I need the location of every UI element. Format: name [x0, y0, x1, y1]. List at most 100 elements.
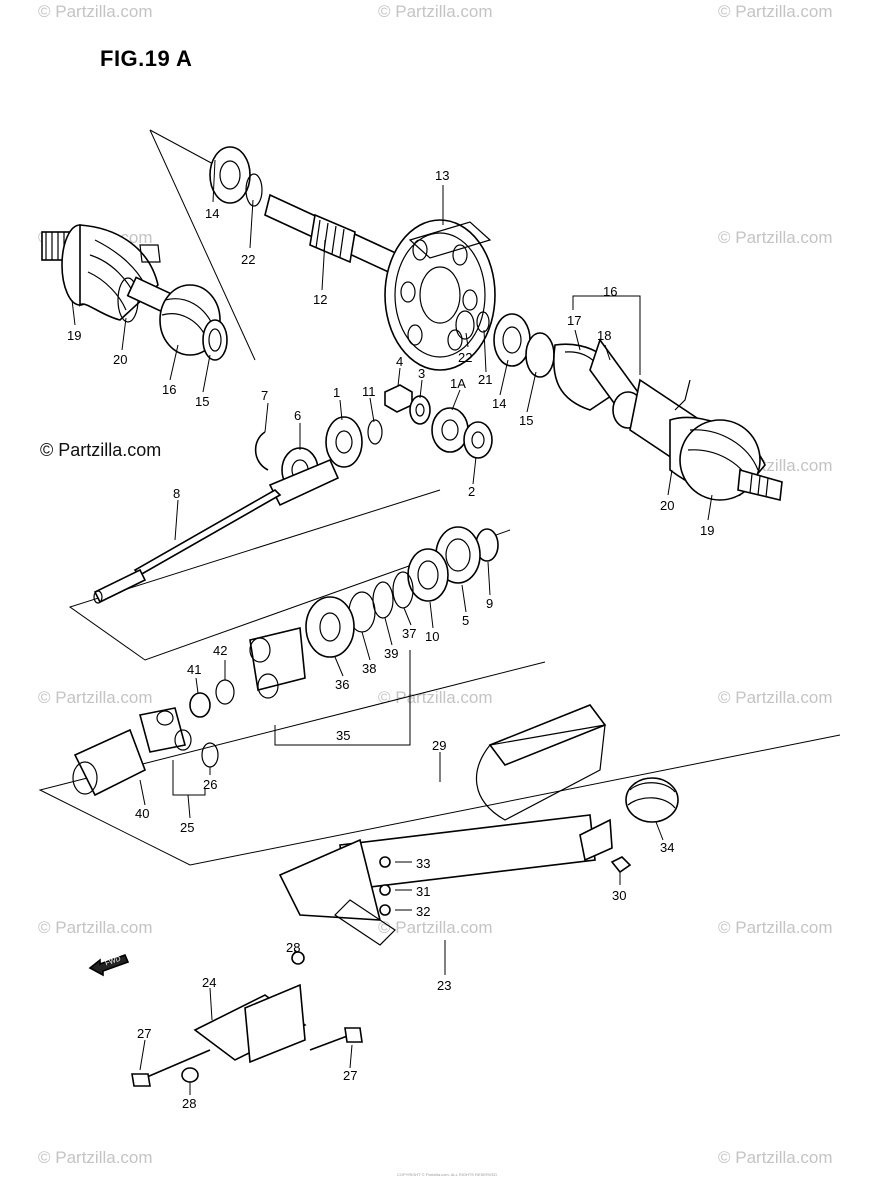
yoke-40 — [73, 728, 147, 797]
bottom-mount-assembly — [131, 951, 363, 1087]
spider-25 — [139, 707, 186, 753]
watermark: © Partzilla.com — [38, 918, 153, 937]
callout-16: 16 — [162, 382, 176, 397]
bearing-14-right — [493, 313, 531, 367]
washer-36 — [305, 596, 355, 658]
callout-23: 23 — [437, 978, 451, 993]
callout-19: 19 — [67, 328, 81, 343]
callout-18: 18 — [597, 328, 611, 343]
nut-28-bottom — [181, 1067, 199, 1083]
forward-arrow: FWD — [88, 953, 130, 977]
ring-39 — [372, 581, 394, 619]
left-axle-assembly — [41, 224, 228, 361]
watermark: © Partzilla.com — [378, 688, 493, 707]
washer-2 — [463, 421, 493, 459]
circlip-22-left — [245, 173, 263, 207]
washer-21 — [476, 311, 490, 333]
watermark: © Partzilla.com — [718, 2, 833, 21]
callout-6: 6 — [294, 408, 301, 423]
boot-34 — [625, 777, 679, 823]
watermark: © Partzilla.com — [38, 688, 153, 707]
watermark: © Partzilla.com — [378, 2, 493, 21]
callout-28-bottom: 28 — [182, 1096, 196, 1111]
watermark: © Partzilla.com — [378, 918, 493, 937]
callout-29: 29 — [432, 738, 446, 753]
callout-14: 14 — [205, 206, 219, 221]
callout-20: 20 — [113, 352, 127, 367]
callout-27: 27 — [137, 1026, 151, 1041]
callout-24: 24 — [202, 975, 216, 990]
callout-12: 12 — [313, 292, 327, 307]
nut-32 — [379, 904, 391, 916]
callout-40: 40 — [135, 806, 149, 821]
washer-31 — [379, 884, 391, 896]
nut-33 — [379, 856, 391, 868]
callout-35: 35 — [336, 728, 350, 743]
callout-36: 36 — [335, 677, 349, 692]
gear-1a — [431, 407, 469, 453]
footer-copyright: COPYRIGHT © Partzilla.com. ALL RIGHTS RE… — [396, 1172, 497, 1177]
callout-19-right: 19 — [700, 523, 714, 538]
washer-22-right — [455, 310, 475, 340]
watermark-strong: © Partzilla.com — [40, 440, 162, 460]
callout-20-right: 20 — [660, 498, 674, 513]
callout-22-right: 22 — [458, 350, 472, 365]
callout-13: 13 — [435, 168, 449, 183]
propeller-shaft-housing — [278, 704, 679, 946]
callout-17: 17 — [567, 313, 581, 328]
callout-41: 41 — [187, 662, 201, 677]
callout-26: 26 — [203, 777, 217, 792]
bearing-10 — [407, 548, 449, 602]
callout-42: 42 — [213, 643, 227, 658]
circlip-11 — [367, 419, 383, 445]
callout-31: 31 — [416, 884, 430, 899]
watermark: © Partzilla.com — [38, 1148, 153, 1167]
callout-33: 33 — [416, 856, 430, 871]
figure-title: FIG.19 A — [100, 46, 193, 71]
bearing-14-left — [209, 146, 251, 204]
callout-11: 11 — [362, 384, 376, 399]
ring-15 — [202, 319, 228, 361]
callout-32: 32 — [416, 904, 430, 919]
bearing-41 — [189, 692, 211, 718]
callout-5: 5 — [462, 613, 469, 628]
watermark: © Partzilla.com — [38, 2, 153, 21]
bolt-27-left — [131, 1073, 151, 1087]
callout-labels: 13 14 22 12 19 20 16 15 22 21 14 15 16 1… — [67, 168, 714, 1111]
section-outlines — [38, 129, 841, 866]
callout-1a: 1A — [450, 376, 466, 391]
callout-15-right: 15 — [519, 413, 533, 428]
callout-16-right: 16 — [603, 284, 617, 299]
callout-4: 4 — [396, 354, 403, 369]
ring-37 — [392, 571, 414, 609]
callout-15: 15 — [195, 394, 209, 409]
leader-lines — [71, 159, 713, 1095]
gear-1 — [325, 416, 363, 468]
callout-1: 1 — [333, 385, 340, 400]
universal-joint — [72, 679, 235, 797]
callout-30: 30 — [612, 888, 626, 903]
callout-9: 9 — [486, 596, 493, 611]
ring-42 — [215, 679, 235, 705]
callout-22: 22 — [241, 252, 255, 267]
ring-gear-13 — [384, 219, 496, 371]
pinion-shaft-assembly — [209, 146, 496, 371]
callout-8: 8 — [173, 486, 180, 501]
watermark: © Partzilla.com — [718, 918, 833, 937]
callout-2: 2 — [468, 484, 475, 499]
circlip-7 — [254, 431, 269, 471]
callout-7: 7 — [261, 388, 268, 403]
watermark: © Partzilla.com — [718, 688, 833, 707]
clamp-20-right — [674, 379, 691, 411]
callout-25: 25 — [180, 820, 194, 835]
callout-37: 37 — [402, 626, 416, 641]
callout-34: 34 — [660, 840, 674, 855]
callout-38: 38 — [362, 661, 376, 676]
axle-thread-right — [737, 468, 783, 501]
nut-4 — [384, 384, 413, 413]
bolt-27-right — [344, 1027, 363, 1043]
bolt-30 — [610, 856, 632, 874]
callout-10: 10 — [425, 629, 439, 644]
drive-shaft-8 — [93, 458, 340, 604]
